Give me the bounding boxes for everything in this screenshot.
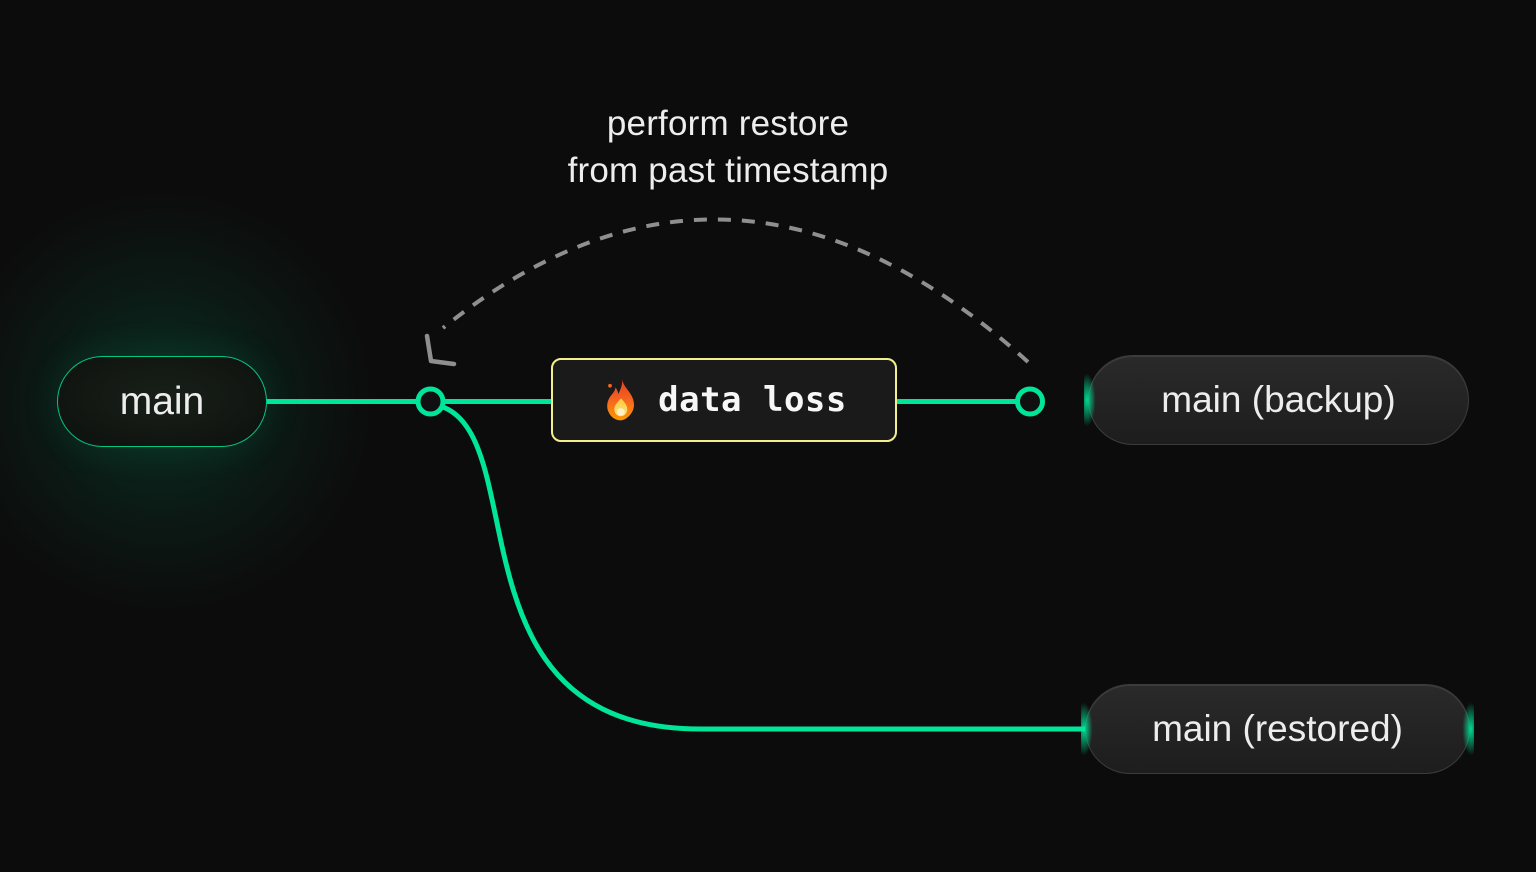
- restore-arrowhead-icon: [424, 333, 457, 367]
- branch-point-right: [1015, 386, 1045, 417]
- edge-branch-to-restored: [428, 401, 1093, 732]
- restore-annotation-line2: from past timestamp: [567, 151, 889, 190]
- node-main-restored-label: main (restored): [1152, 708, 1403, 749]
- node-main-restored: main (restored): [1081, 684, 1474, 774]
- restore-annotation: perform restore from past timestamp: [418, 100, 1038, 194]
- restore-arc: [441, 217, 1030, 364]
- node-main-backup: main (backup): [1084, 355, 1469, 445]
- data-loss-label: data loss: [658, 380, 847, 420]
- node-main-label: main: [119, 379, 205, 423]
- branch-point-left: [415, 386, 446, 417]
- fire-icon: [607, 379, 635, 421]
- node-main-backup-label: main (backup): [1161, 379, 1396, 420]
- data-loss-badge: data loss: [551, 358, 897, 442]
- restore-annotation-line1: perform restore: [606, 104, 850, 143]
- node-main: main: [57, 356, 267, 447]
